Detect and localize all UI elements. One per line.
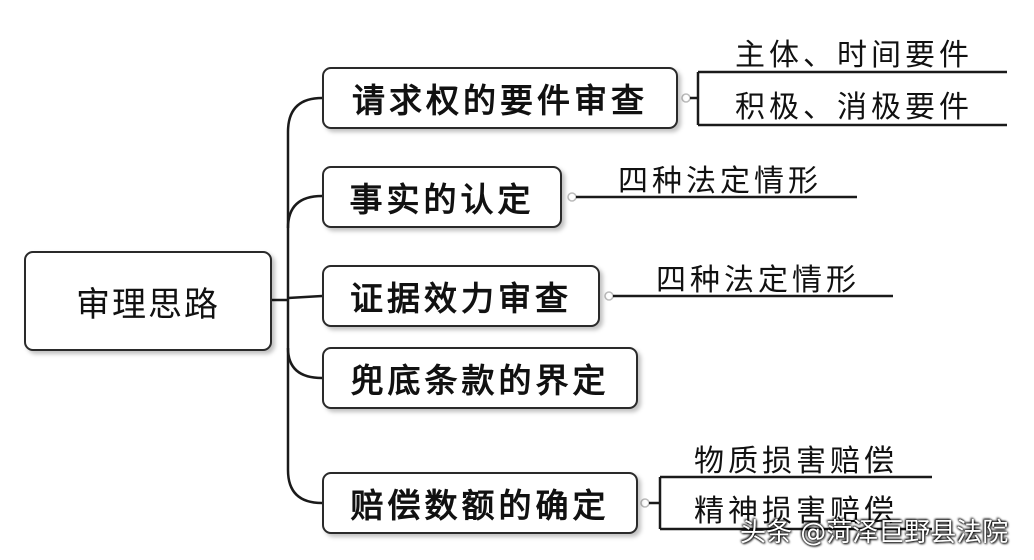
branch-connector-2 — [286, 194, 323, 229]
branch-connector-3 — [287, 294, 323, 300]
leaf-3-1: 四种法定情形 — [656, 263, 860, 298]
branch-node-2[interactable]: 事实的认定 — [322, 166, 562, 228]
branch-label-2: 事实的认定 — [349, 180, 535, 219]
root-label: 审理思路 — [76, 284, 220, 325]
branch-label-3: 证据效力审查 — [350, 279, 572, 318]
leaf-1-2: 积极、消极要件 — [735, 90, 973, 125]
branch-3-dot — [604, 291, 614, 301]
leaf-5-1: 物质损害赔偿 — [694, 444, 898, 479]
trunk-line — [286, 96, 323, 505]
branch-label-4: 兜底条款的界定 — [350, 361, 610, 400]
leaf-5-2: 精神损害赔偿 — [694, 494, 898, 529]
root-node[interactable]: 审理思路 — [24, 251, 272, 351]
branch-label-1: 请求权的要件审查 — [352, 81, 648, 120]
branch-2-dot — [567, 192, 577, 202]
branch-node-1[interactable]: 请求权的要件审查 — [322, 67, 678, 129]
branch-1-leaf-bracket — [690, 70, 1007, 127]
branch-1-dot — [681, 93, 691, 103]
branch-5-dot — [640, 498, 650, 508]
branch-label-5: 赔偿数额的确定 — [350, 486, 610, 525]
branch-node-5[interactable]: 赔偿数额的确定 — [322, 472, 638, 534]
watermark: 头条 @菏泽巨野县法院 — [740, 518, 1009, 548]
branch-node-3[interactable]: 证据效力审查 — [322, 265, 600, 327]
branch-5-leaf-bracket — [649, 475, 932, 531]
branch-node-4[interactable]: 兜底条款的界定 — [322, 347, 638, 409]
branch-connector-4 — [286, 347, 323, 380]
leaf-1-1: 主体、时间要件 — [735, 38, 973, 73]
leaf-2-1: 四种法定情形 — [618, 164, 822, 199]
